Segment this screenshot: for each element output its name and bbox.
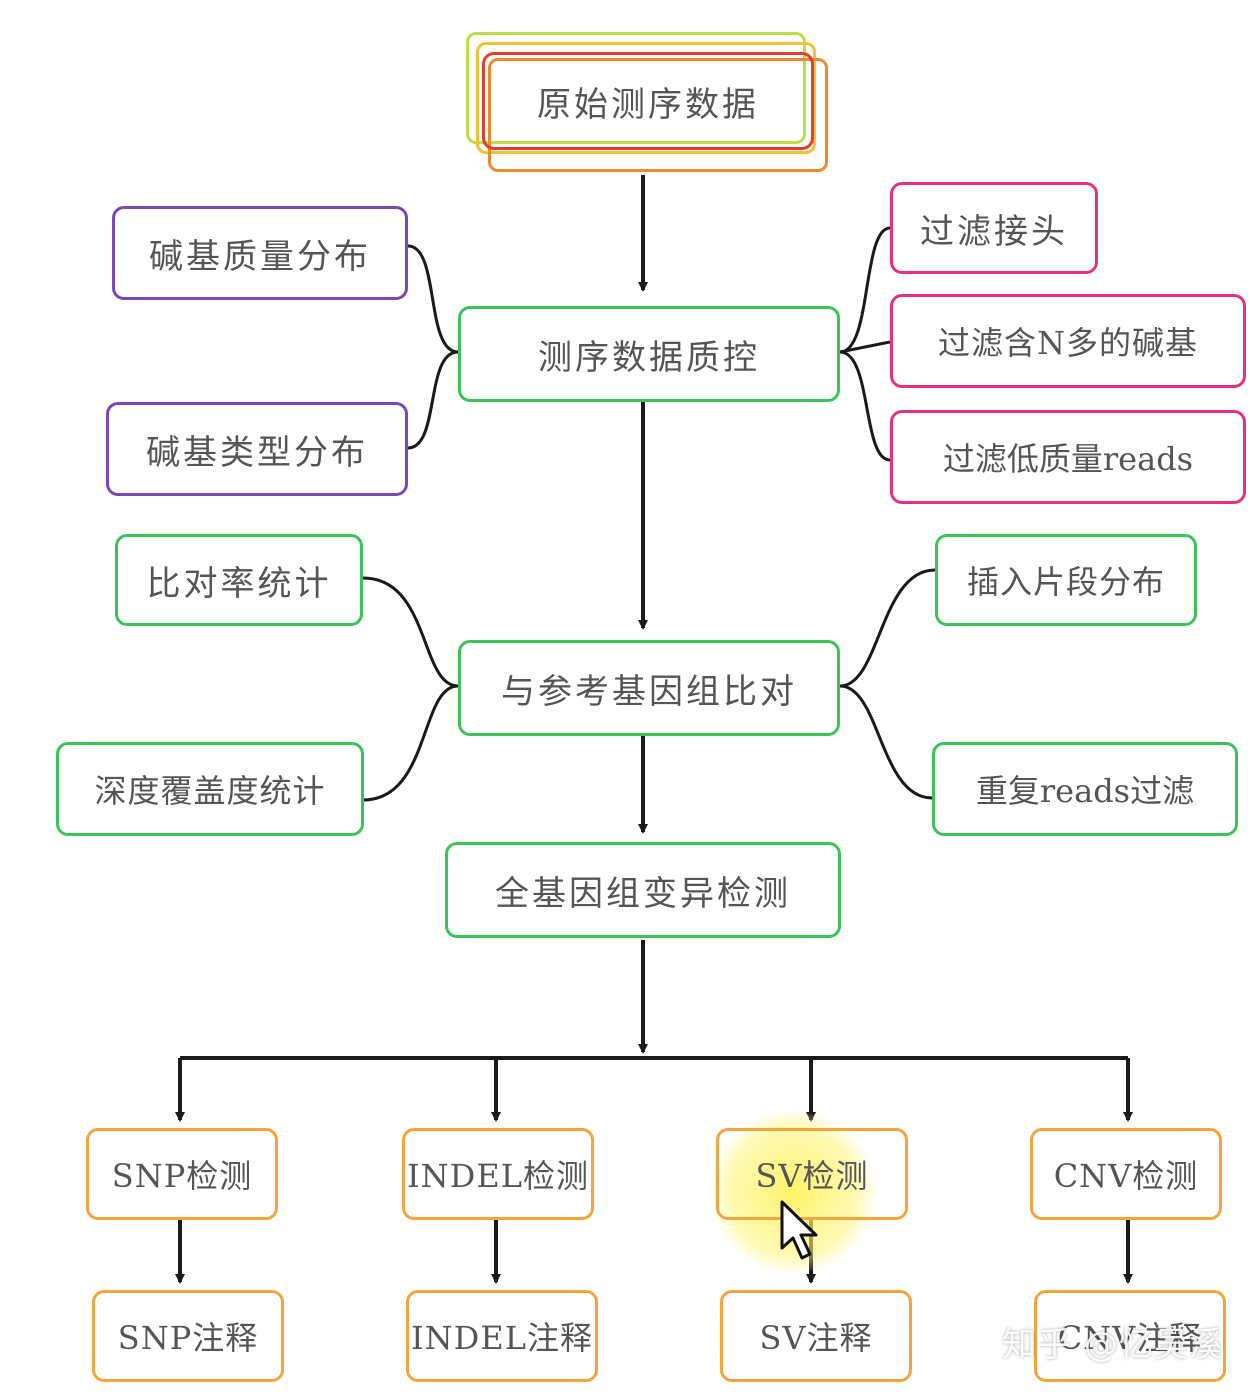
curve-qc-filter-adapter bbox=[839, 226, 891, 354]
curve-qc-base-quality bbox=[407, 244, 459, 354]
watermark: 知乎 @忆吴溪 bbox=[1002, 1325, 1224, 1365]
node-depth-coverage: 深度覆盖度统计 bbox=[56, 742, 364, 836]
node-indel-detect: INDEL检测 bbox=[402, 1128, 594, 1220]
node-indel-annot: INDEL注释 bbox=[406, 1290, 598, 1382]
curve-qc-filter-lowq bbox=[839, 350, 891, 462]
node-filter-low-quality: 过滤低质量reads bbox=[890, 410, 1246, 504]
node-dup-filter: 重复reads过滤 bbox=[932, 742, 1238, 836]
node-mapping-rate: 比对率统计 bbox=[115, 534, 363, 626]
stacked-frame-yellow bbox=[466, 32, 806, 144]
mouse-cursor-icon bbox=[780, 1200, 818, 1260]
curve-qc-base-type bbox=[407, 350, 459, 450]
curve-qc-filter-n bbox=[839, 340, 891, 354]
curve-align-depth bbox=[362, 684, 459, 802]
curve-align-dup bbox=[839, 684, 933, 800]
curve-align-mapping-rate bbox=[362, 576, 459, 688]
node-base-type: 碱基类型分布 bbox=[106, 402, 408, 496]
node-base-quality: 碱基质量分布 bbox=[112, 206, 408, 300]
node-filter-n: 过滤含N多的碱基 bbox=[890, 294, 1246, 388]
node-sv-detect: SV检测 bbox=[716, 1128, 908, 1220]
stacked-frame-gold bbox=[476, 42, 816, 154]
node-snp-annot: SNP注释 bbox=[92, 1290, 284, 1382]
curve-align-insert bbox=[839, 568, 936, 688]
node-insert-size: 插入片段分布 bbox=[935, 534, 1197, 626]
node-alignment: 与参考基因组比对 bbox=[458, 640, 840, 736]
node-cnv-annot: CNV注释 bbox=[1034, 1290, 1226, 1382]
cursor-highlight bbox=[708, 1112, 878, 1272]
node-cnv-detect: CNV检测 bbox=[1030, 1128, 1222, 1220]
node-variant-detection: 全基因组变异检测 bbox=[445, 842, 841, 938]
node-raw-data: 原始测序数据 bbox=[482, 52, 814, 150]
node-snp-detect: SNP检测 bbox=[86, 1128, 278, 1220]
node-sv-annot: SV注释 bbox=[720, 1290, 912, 1382]
node-qc: 测序数据质控 bbox=[458, 306, 840, 402]
node-filter-adapter: 过滤接头 bbox=[890, 182, 1098, 274]
stacked-frame-orange bbox=[488, 58, 828, 172]
